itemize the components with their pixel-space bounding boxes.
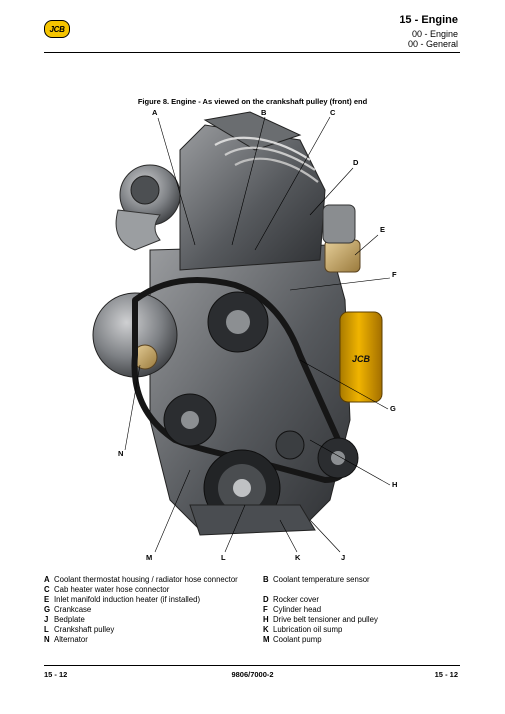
section-title: 15 - Engine <box>399 14 458 26</box>
callout-l: L <box>221 553 226 562</box>
document-number: 9806/7000-2 <box>231 670 274 679</box>
callout-d: D <box>353 158 359 167</box>
section-subtitle: 00 - Engine <box>411 29 458 39</box>
fuel-pipe <box>214 136 311 161</box>
callout-k: K <box>295 553 301 562</box>
callout-m: M <box>146 553 153 562</box>
turbo-outlet-pipe <box>115 209 161 251</box>
oil-filter-logo: JCB <box>352 354 371 364</box>
callout-g: G <box>390 404 396 413</box>
callout-h: H <box>392 480 398 489</box>
fuel-pipe <box>224 146 316 171</box>
fuel-pipe <box>234 157 319 183</box>
figure-title: Figure 8. Engine - As viewed on the cran… <box>137 97 368 106</box>
callout-c: C <box>330 108 336 117</box>
footer-rule <box>44 665 460 666</box>
oil-sump-shape <box>189 504 316 536</box>
jcb-logo: JCB <box>44 20 70 38</box>
induction-heater-shape <box>324 239 361 273</box>
inlet-manifold-shape <box>322 204 356 244</box>
turbocharger-inlet <box>130 175 160 205</box>
oil-filter-shape <box>339 311 383 403</box>
rocker-cover-shape <box>203 111 302 151</box>
logo-text: JCB <box>49 24 65 34</box>
idler-pulley-hub <box>226 310 250 334</box>
tensioner-hub <box>331 451 345 465</box>
crankshaft-hub <box>233 479 251 497</box>
callout-e: E <box>380 225 386 234</box>
callout-b: B <box>261 108 267 117</box>
belt-idler <box>275 430 305 460</box>
callout-n: N <box>118 449 124 458</box>
cylinder-head-shape <box>179 124 326 271</box>
coolant-pump-hub <box>181 411 199 429</box>
page-number-right: 15 - 12 <box>434 670 458 679</box>
callout-a: A <box>152 108 158 117</box>
page-number-left: 15 - 12 <box>44 670 68 679</box>
callout-j: J <box>341 553 346 562</box>
header-rule <box>44 52 460 53</box>
callout-f: F <box>392 270 397 279</box>
section-subtitle: 00 - General <box>407 39 458 49</box>
